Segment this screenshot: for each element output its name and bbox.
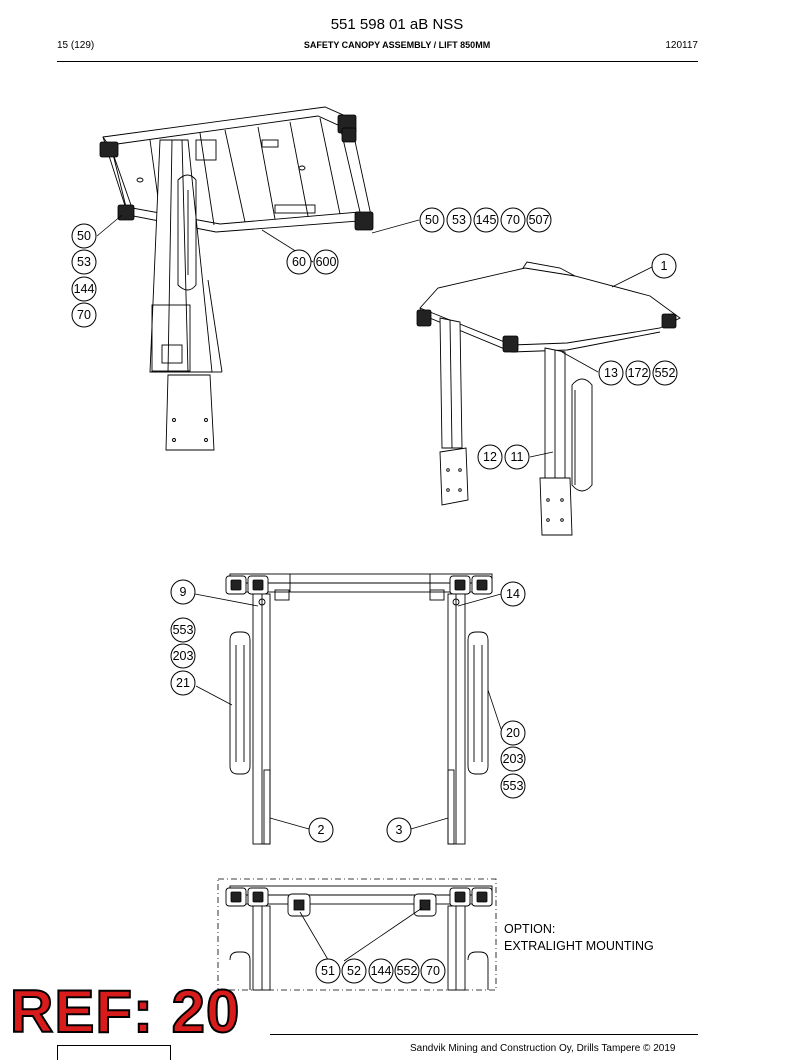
leader-lines [96,214,653,964]
callout-bubble: 145 [473,207,499,233]
callout-bubble: 552 [394,958,420,984]
footer-rule [270,1034,698,1035]
svg-text:203: 203 [503,752,524,766]
callout-bubble: 70 [420,958,446,984]
callout-bubble: 13 [598,360,624,386]
svg-text:20: 20 [506,726,520,740]
svg-text:70: 70 [426,964,440,978]
page-number: 15 (129) [57,40,95,51]
svg-text:507: 507 [529,213,550,227]
svg-text:52: 52 [347,964,361,978]
svg-text:70: 70 [77,308,91,322]
svg-text:14: 14 [506,587,520,601]
document-number: 551 598 01 aB NSS [330,16,464,33]
svg-text:144: 144 [74,282,95,296]
svg-text:203: 203 [173,649,194,663]
svg-text:12: 12 [483,450,497,464]
view-4-option-detail [217,878,497,991]
callout-bubble: 60 [286,249,312,275]
svg-text:53: 53 [77,255,91,269]
svg-text:552: 552 [397,964,418,978]
svg-text:172: 172 [628,366,649,380]
svg-text:553: 553 [503,779,524,793]
callout-bubble: 172 [625,360,651,386]
sheet-title: SAFETY CANOPY ASSEMBLY / LIFT 850MM [303,40,491,50]
svg-text:552: 552 [655,366,676,380]
callout-bubble: 552 [652,360,678,386]
svg-text:11: 11 [511,450,524,464]
svg-text:13: 13 [604,366,618,380]
svg-text:70: 70 [506,213,520,227]
callout-bubble: 11 [504,444,530,470]
header-rule [57,61,698,62]
callouts-view-1: 50 53 144 70 60 600 [71,223,339,328]
callout-bubble: 553 [170,617,196,643]
callout-bubble: 553 [500,773,526,799]
view-3-front-elevation [225,573,493,845]
svg-text:600: 600 [316,255,337,269]
callout-bubble: 70 [71,302,97,328]
callout-bubble: 3 [386,817,412,843]
view-2-canopy-isometric [416,261,681,536]
callout-bubble: 53 [71,249,97,275]
callout-bubble: 1 [651,253,677,279]
svg-text:2: 2 [318,823,325,837]
callout-bubble: 9 [170,579,196,605]
svg-text:21: 21 [176,676,190,690]
svg-text:50: 50 [77,229,91,243]
callout-bubble: 203 [500,746,526,772]
callouts-view-1-top: 50 53 145 70 507 [419,207,552,233]
callout-bubble: 52 [341,958,367,984]
callouts-view-3-right: 14 20 203 553 3 [386,581,526,843]
svg-text:145: 145 [476,213,497,227]
callout-bubble: 51 [315,958,341,984]
callout-bubble: 53 [446,207,472,233]
view-1-canopy-underside [99,106,374,451]
option-note-line-2: EXTRALIGHT MOUNTING [504,939,654,953]
callout-bubble: 12 [477,444,503,470]
callout-bubble: 507 [526,207,552,233]
svg-text:553: 553 [173,623,194,637]
callout-bubble: 203 [170,643,196,669]
svg-text:3: 3 [396,823,403,837]
footer-copyright: Sandvik Mining and Construction Oy, Dril… [410,1043,676,1054]
option-note: OPTION: EXTRALIGHT MOUNTING [504,921,654,955]
option-note-line-1: OPTION: [504,922,556,936]
callout-bubble: 600 [313,249,339,275]
callouts-view-4: 51 52 144 552 70 [315,958,446,984]
svg-text:51: 51 [321,964,335,978]
callout-bubble: 70 [500,207,526,233]
callout-bubble: 50 [419,207,445,233]
svg-text:1: 1 [661,259,668,273]
callout-bubble: 21 [170,670,196,696]
callouts-view-3-left: 9 553 203 21 2 [170,579,334,843]
callout-bubble: 20 [500,720,526,746]
callout-bubble: 144 [368,958,394,984]
callout-bubble: 14 [500,581,526,607]
svg-text:53: 53 [452,213,466,227]
svg-text:144: 144 [371,964,392,978]
date-code: 120117 [665,40,698,51]
callout-bubble: 144 [71,276,97,302]
callouts-view-2: 1 13 172 552 12 11 [477,253,678,470]
ref-stamp: REF: 20 [9,978,241,1045]
svg-text:60: 60 [292,255,306,269]
svg-text:50: 50 [425,213,439,227]
callout-bubble: 50 [71,223,97,249]
svg-text:9: 9 [180,585,187,599]
callout-bubble: 2 [308,817,334,843]
